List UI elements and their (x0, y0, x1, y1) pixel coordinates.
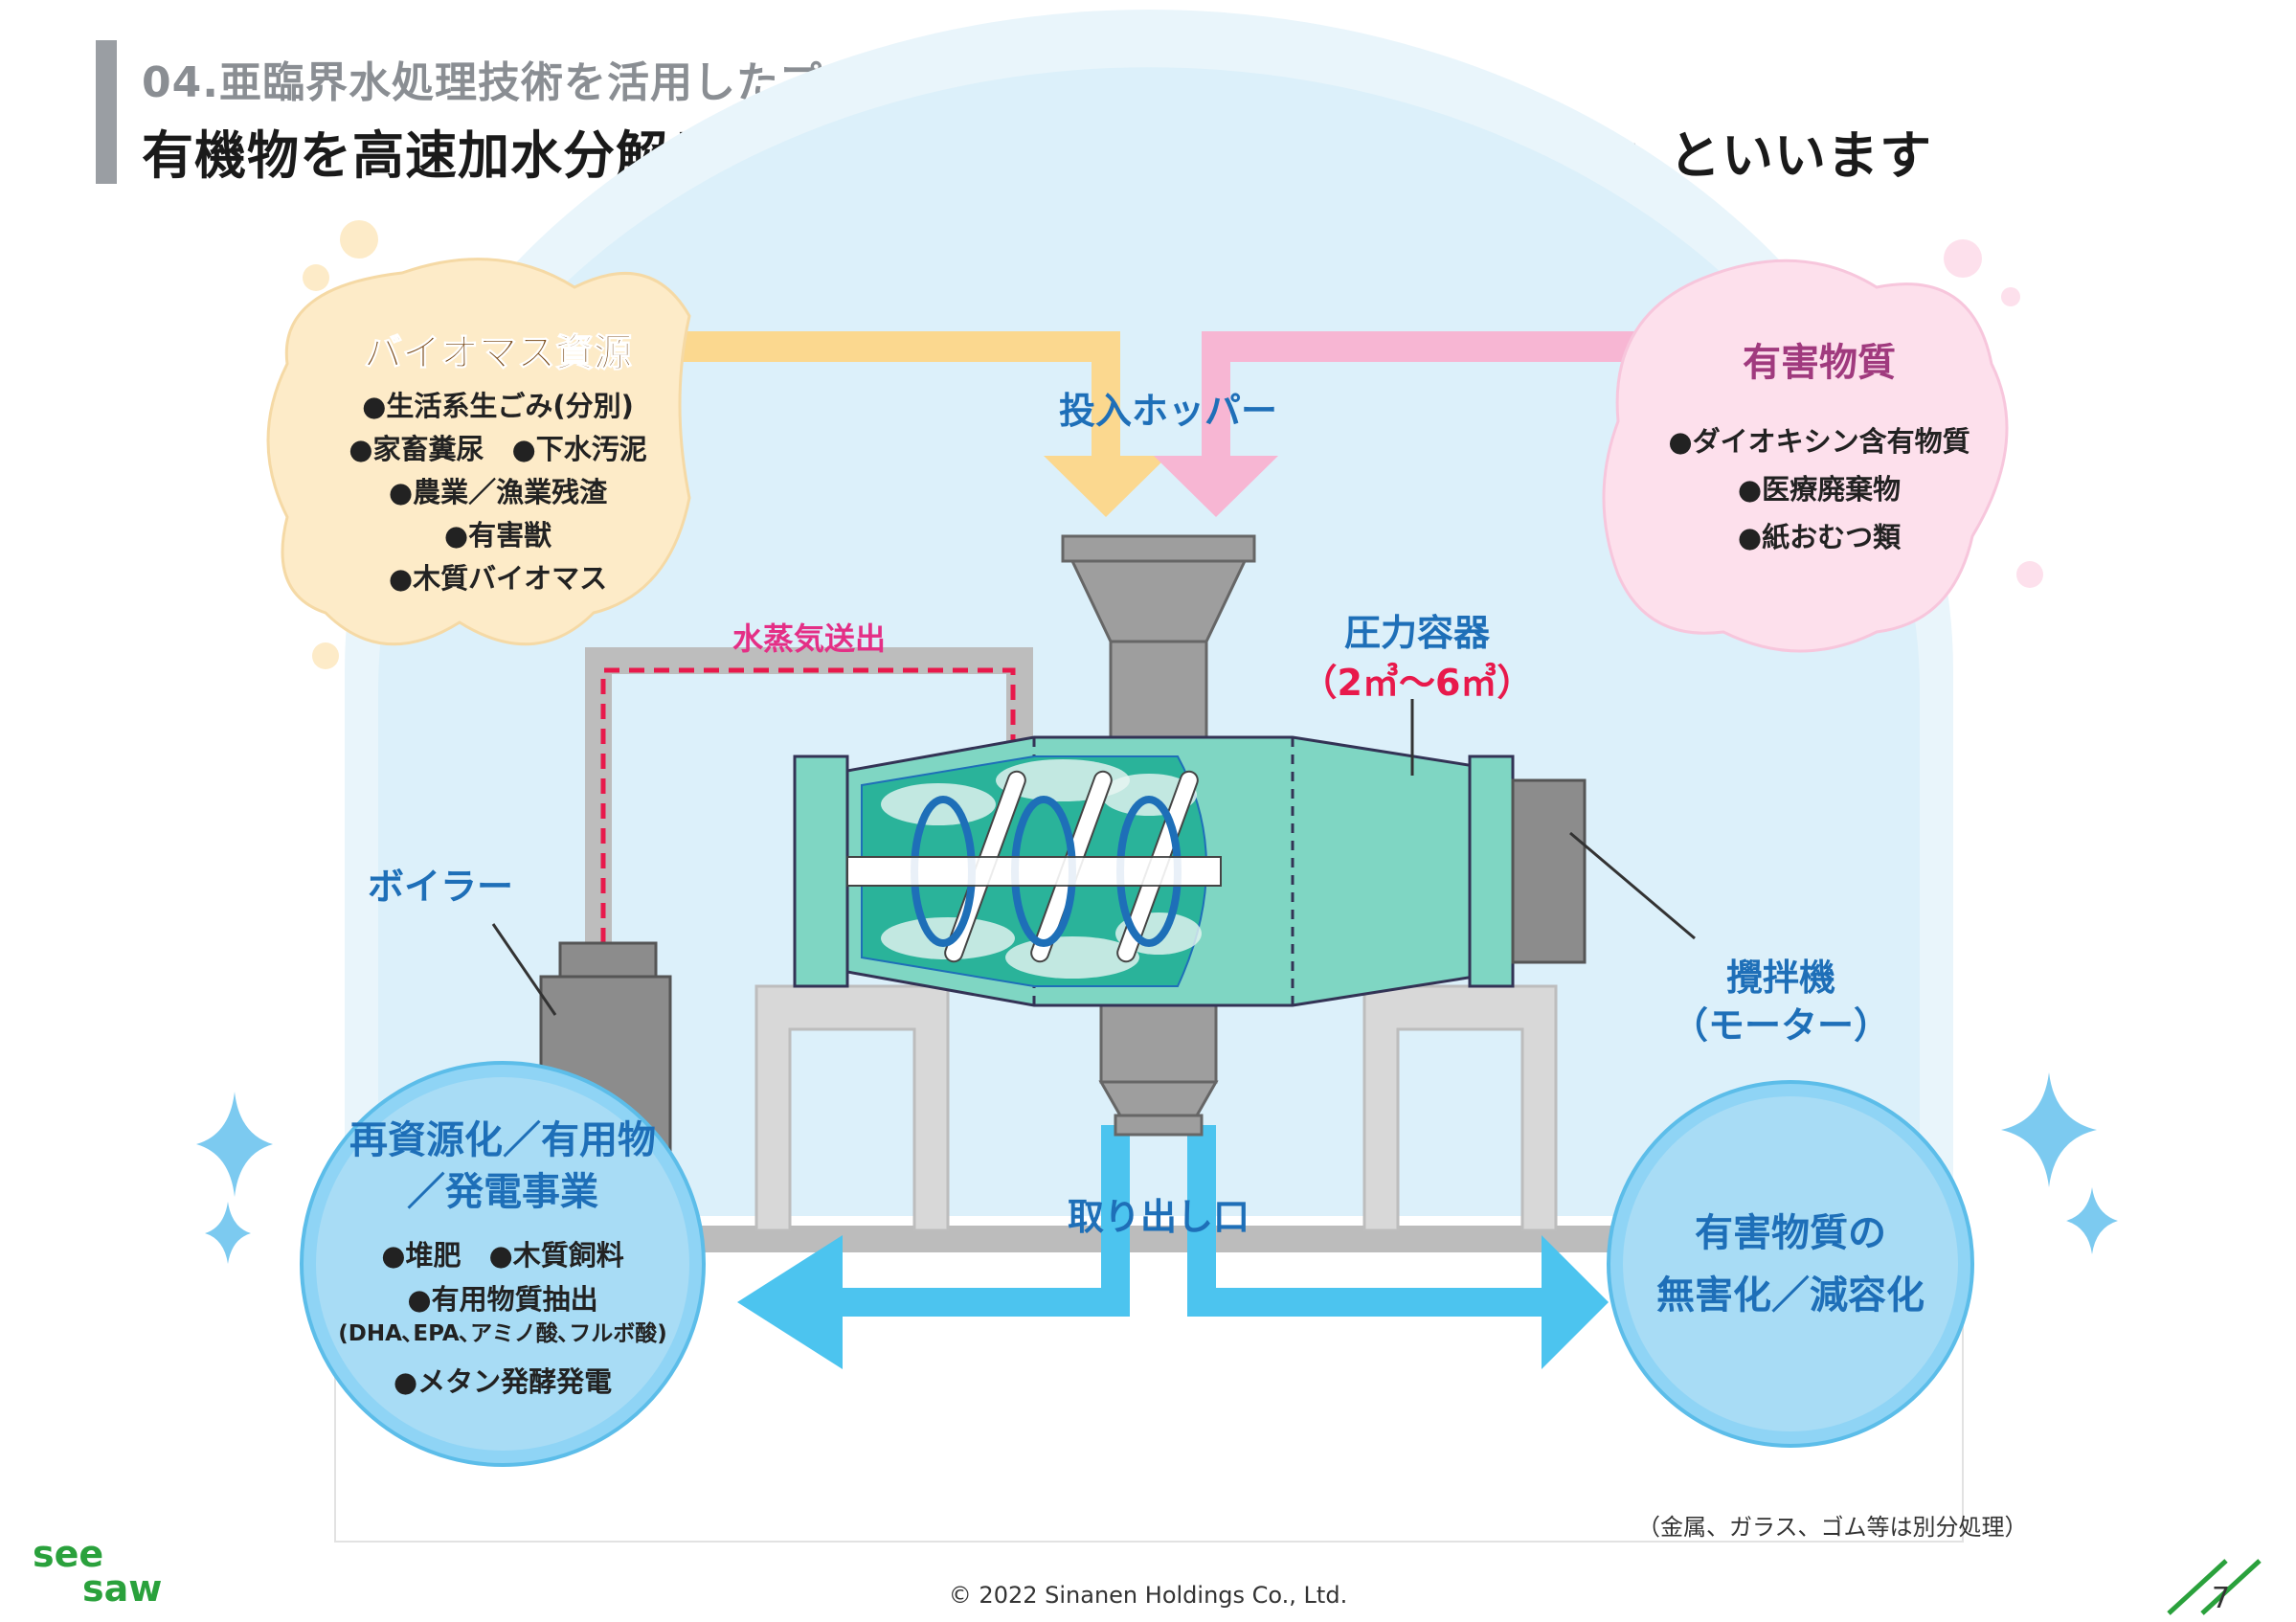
title-accent-bar (96, 40, 117, 184)
biomass-cloud (266, 220, 691, 669)
list-item: ●木質バイオマス (388, 562, 608, 595)
separate-processing-note: （金属、ガラス、ゴム等は別分処理） (1637, 1514, 2028, 1541)
biomass-heading: バイオマス資源 (364, 331, 633, 376)
logo-bottom: saw (82, 1567, 163, 1610)
logo-top: see (33, 1533, 104, 1575)
list-item: ●ダイオキシン含有物質 (1668, 425, 1970, 458)
copyright: © 2022 Sinanen Holdings Co., Ltd. (948, 1582, 1348, 1609)
hopper-label: 投入ホッパー (1058, 390, 1277, 432)
corner-slash-icon (2167, 1559, 2262, 1615)
list-item: ●堆肥 ●木質飼料 (381, 1239, 624, 1272)
page-number: 7 (2212, 1582, 2231, 1615)
outlet-label: 取り出し口 (1067, 1196, 1249, 1238)
list-item: ●農業／漁業残渣 (388, 476, 608, 508)
steam-label: 水蒸気送出 (732, 620, 886, 657)
detox-line-2: 無害化／減容化 (1656, 1273, 1925, 1318)
detox-circle (1607, 1080, 1974, 1448)
reaction-chamber (846, 755, 1222, 987)
list-item: ●紙おむつ類 (1737, 521, 1902, 553)
recycle-list: ●堆肥 ●木質飼料 ●有用物質抽出 (DHA､EPA､アミノ酸､フルボ酸) ●メ… (311, 1233, 694, 1404)
list-item: (DHA､EPA､アミノ酸､フルボ酸) (338, 1321, 667, 1346)
biomass-list: ●生活系生ごみ(分別) ●家畜糞尿 ●下水汚泥 ●農業／漁業残渣 ●有害獣 ●木… (306, 385, 689, 600)
vessel-size-label: （2㎥〜6㎥） (1300, 662, 1534, 704)
agitator-sub-label: （モーター） (1671, 1004, 1890, 1047)
recycle-heading-1: 再資源化／有用物 (349, 1118, 656, 1162)
hopper (1061, 534, 1256, 739)
outlet-arrows (737, 1125, 1609, 1369)
hazard-list: ●ダイオキシン含有物質 ●医療廃棄物 ●紙おむつ類 (1628, 417, 2011, 561)
list-item: ●有用物質抽出 (407, 1283, 598, 1316)
leader-lines (491, 699, 1696, 1016)
list-item: ●メタン発酵発電 (393, 1365, 613, 1398)
detox-line-1: 有害物質の (1695, 1211, 1886, 1255)
recycle-heading-2: ／発電事業 (407, 1170, 598, 1214)
list-item: ●家畜糞尿 ●下水汚泥 (349, 433, 647, 465)
vessel-label: 圧力容器 (1343, 612, 1490, 654)
outlet-pipe (1098, 994, 1219, 1137)
list-item: ●医療廃棄物 (1737, 473, 1902, 506)
agitator-label: 攪拌機 (1725, 957, 1835, 999)
list-item: ●有害獣 (443, 519, 552, 552)
sparkle-icons (196, 1072, 2118, 1264)
machine-stands (754, 984, 1558, 1232)
hazard-heading: 有害物質 (1743, 341, 1896, 385)
boiler-label: ボイラー (367, 866, 513, 908)
hazard-cloud (1602, 239, 2043, 653)
recycle-circle (300, 1061, 706, 1467)
input-arrows (661, 331, 1642, 517)
seesaw-logo: see saw (33, 1533, 163, 1610)
list-item: ●生活系生ごみ(分別) (362, 390, 634, 422)
